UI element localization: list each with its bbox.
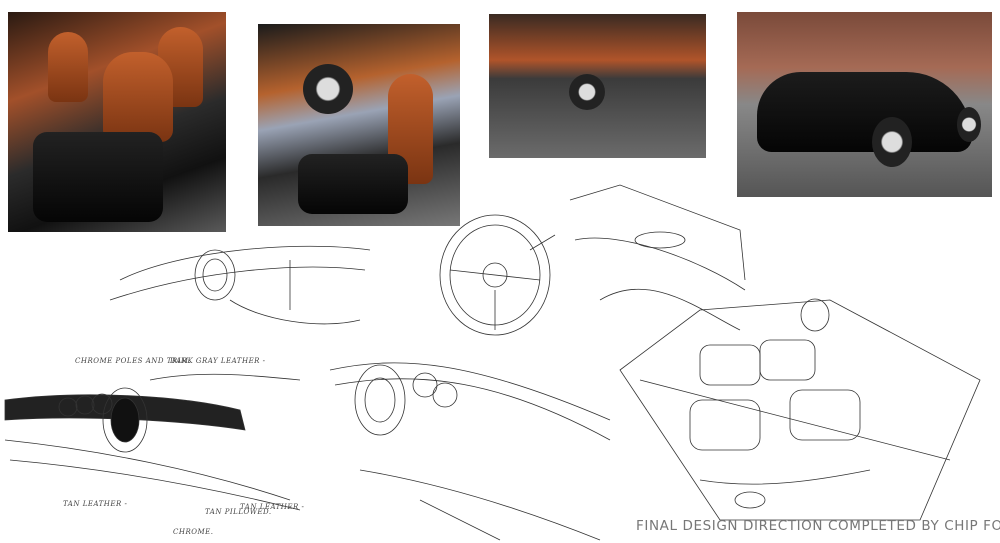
sketch-dashboard-top: [109, 245, 371, 325]
annotation-chrome: CHROME.: [173, 528, 214, 536]
sketch-dashboard-perspective: [329, 362, 611, 541]
photo-dashboard-seat: [258, 24, 460, 226]
seat-cushion: [298, 154, 408, 214]
annotation-tan-leather: TAN LEATHER -: [240, 503, 305, 511]
sketch-steering-wheel: [439, 214, 556, 336]
annotation-chrome-poles: CHROME POLES AND TRIM.: [75, 357, 192, 365]
car-wheel: [872, 117, 912, 167]
sketch-door-panel: [569, 184, 746, 331]
seat-cushion: [33, 132, 163, 222]
seat-back: [103, 52, 173, 142]
annotation-tan-leather: TAN LEATHER -: [63, 500, 128, 508]
photo-seat-interior: [8, 12, 226, 232]
sketch-interior-overview: [619, 298, 981, 521]
rear-seat: [48, 32, 88, 102]
annotation-tan-pillowed: TAN PILLOWED.: [205, 508, 272, 516]
car-wheel: [957, 107, 981, 142]
car-body: [757, 72, 972, 152]
annotation-dark-gray-leather: DARK GRAY LEATHER -: [170, 357, 266, 365]
caption: FINAL DESIGN DIRECTION COMPLETED BY CHIP…: [636, 518, 1000, 534]
photo-black-car: [737, 12, 992, 197]
steering-wheel: [303, 64, 353, 114]
clock-dial: [569, 74, 605, 110]
photo-clock-detail: [489, 14, 706, 158]
sketch-dashboard-annotated: [4, 373, 301, 511]
